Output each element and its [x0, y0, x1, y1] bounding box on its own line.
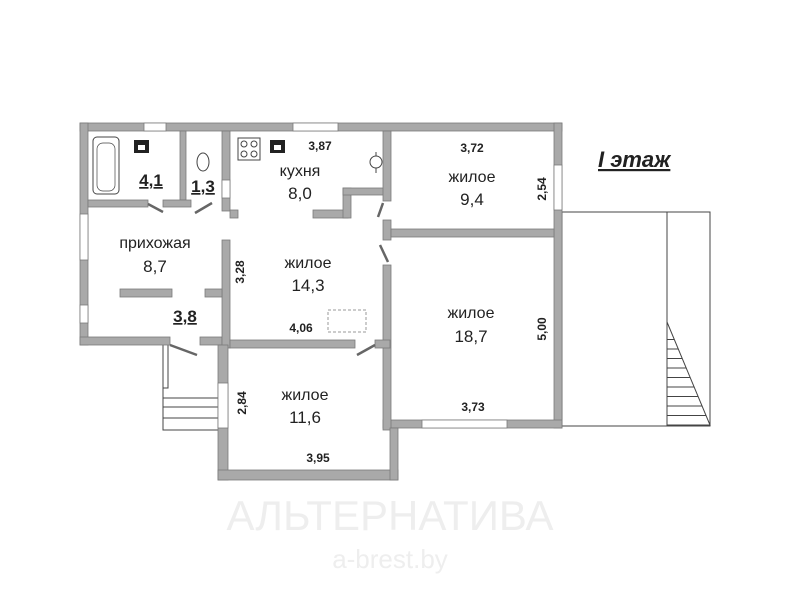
- living-ne-name: жилое: [449, 169, 496, 186]
- fixtures: [92, 136, 383, 333]
- bathtub-icon: [92, 136, 120, 195]
- living-ne-dim-width: 3,72: [460, 141, 484, 155]
- door-living-s: [356, 343, 376, 357]
- living-e-area: 18,7: [454, 327, 487, 346]
- kitchen-name: кухня: [280, 163, 321, 180]
- living-s-area: 11,6: [289, 408, 321, 427]
- living-center-dim-width: 4,06: [289, 321, 313, 335]
- toilet-area: 1,3: [191, 177, 215, 196]
- window: [217, 382, 229, 429]
- bathroom-area: 4,1: [139, 171, 163, 190]
- terrace-stairs: [666, 321, 711, 426]
- stove-icon: [237, 137, 261, 161]
- entrance-stairs: [162, 345, 218, 431]
- living-e-name: жилое: [448, 305, 495, 322]
- window: [79, 213, 89, 261]
- boiler-icon: [369, 155, 383, 169]
- living-s-name: жилое: [282, 387, 329, 404]
- window: [79, 304, 89, 324]
- living-e-dim-width: 3,73: [461, 400, 485, 414]
- window: [421, 419, 508, 429]
- floor-title: I этаж: [598, 147, 672, 172]
- door-toilet: [194, 201, 213, 215]
- kitchen-area: 8,0: [288, 184, 312, 203]
- living-center-dim-height: 3,28: [233, 260, 247, 284]
- window: [553, 164, 563, 211]
- hallway-name: прихожая: [119, 235, 190, 252]
- windows: [79, 122, 563, 429]
- living-ne-dim-height: 2,54: [535, 177, 549, 201]
- toilet-icon: [196, 152, 210, 172]
- watermark-site: a-brest.by: [332, 544, 448, 574]
- watermark-brand: АЛЬТЕРНАТИВА: [226, 492, 553, 539]
- watermark: АЛЬТЕРНАТИВА a-brest.by: [226, 492, 553, 574]
- terrace: [561, 211, 711, 427]
- door-kitchen: [376, 202, 385, 218]
- living-s-dim-width: 3,95: [306, 451, 330, 465]
- living-s-dim-height: 2,84: [235, 391, 249, 415]
- kitchen-dim-width: 3,87: [308, 139, 332, 153]
- doors: [147, 201, 390, 357]
- hatch-icon: [327, 309, 367, 333]
- window: [292, 122, 339, 132]
- hallway-area: 8,7: [143, 257, 167, 276]
- window: [221, 179, 231, 199]
- door-entrance: [169, 343, 198, 357]
- living-center-name: жилое: [285, 255, 332, 272]
- door-bathroom: [147, 202, 164, 214]
- door-living-e: [378, 244, 390, 263]
- vestibule-area: 3,8: [173, 307, 197, 326]
- window: [143, 122, 167, 132]
- stair-outline: [666, 321, 711, 426]
- living-e-dim-height: 5,00: [535, 317, 549, 341]
- living-center-area: 14,3: [291, 276, 324, 295]
- living-ne-area: 9,4: [460, 190, 484, 209]
